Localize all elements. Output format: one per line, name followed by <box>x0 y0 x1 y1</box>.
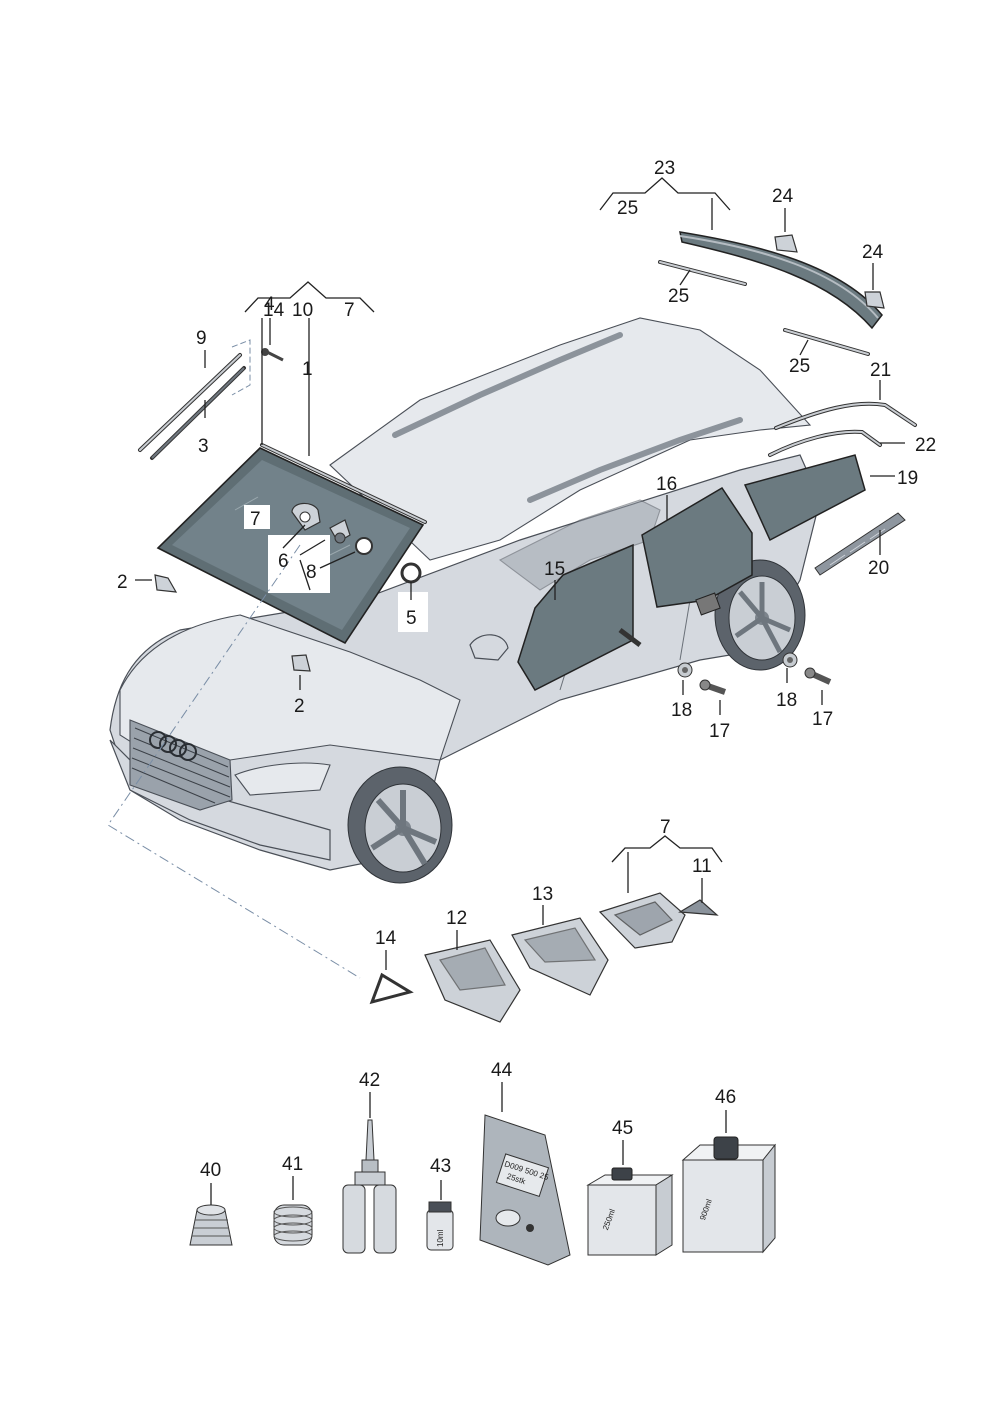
bracket-24-b <box>864 291 885 309</box>
bottle-46: 900ml <box>681 1136 777 1254</box>
callout-14-top: 14 <box>263 300 285 321</box>
callout-7-windshield: 7 <box>250 509 261 530</box>
bracket-24-a <box>774 234 798 253</box>
callout-19: 19 <box>897 468 918 489</box>
callout-1: 1 <box>302 359 313 380</box>
triangle-14 <box>369 972 414 1005</box>
tube-43: 10ml <box>426 1201 454 1251</box>
callout-5: 5 <box>406 608 417 629</box>
tube-43-label: 10ml <box>436 1229 445 1247</box>
callout-46: 46 <box>715 1087 736 1108</box>
callout-43: 43 <box>430 1156 451 1177</box>
part-5-ring <box>400 562 422 584</box>
callout-7-top: 7 <box>344 300 355 321</box>
rear-door-window-16 <box>641 486 753 616</box>
leader-lines <box>135 177 905 1205</box>
washer-18-a <box>677 662 693 678</box>
washer-18-b <box>782 652 798 668</box>
callout-2-bottom: 2 <box>294 696 305 717</box>
callout-2-left: 2 <box>117 572 128 593</box>
callout-17-a: 17 <box>709 721 730 742</box>
coil-41 <box>273 1204 313 1246</box>
callout-3: 3 <box>198 436 209 457</box>
rear-window-23 <box>679 231 883 330</box>
callout-12: 12 <box>446 908 467 929</box>
quarter-window-19 <box>743 454 866 542</box>
callout-9: 9 <box>196 328 207 349</box>
callout-23: 23 <box>654 158 675 179</box>
callout-18-a: 18 <box>671 700 692 721</box>
screw-17-a <box>699 679 726 695</box>
callout-21: 21 <box>870 360 891 381</box>
callout-box-6-8 <box>268 535 330 593</box>
callout-17-b: 17 <box>812 709 833 730</box>
callout-box-7 <box>244 505 270 529</box>
callout-22: 22 <box>915 435 936 456</box>
screw-17-b <box>804 667 832 685</box>
cover-12 <box>424 939 521 1023</box>
housing-7 <box>598 892 686 949</box>
callout-24-a: 24 <box>772 186 794 207</box>
callout-44: 44 <box>491 1060 513 1081</box>
audi-rings-logo <box>149 731 197 761</box>
callout-10: 10 <box>292 300 313 321</box>
callout-8: 8 <box>306 562 317 583</box>
spool-40 <box>189 1204 233 1246</box>
bottle-45: 250ml <box>586 1167 674 1256</box>
callout-45: 45 <box>612 1118 633 1139</box>
callout-18-b: 18 <box>776 690 797 711</box>
strip-20 <box>814 512 906 576</box>
callout-labels: 1 14 10 7 9 4 3 2 2 7 6 8 5 23 25 24 24 … <box>117 158 936 1181</box>
callout-25-mid: 25 <box>668 286 689 307</box>
callout-25-right: 25 <box>789 356 810 377</box>
front-door-window-15 <box>517 543 642 691</box>
callout-24-b: 24 <box>862 242 884 263</box>
callout-41: 41 <box>282 1154 303 1175</box>
a-pillar-trims <box>138 339 251 460</box>
cartridge-42 <box>342 1119 397 1254</box>
callout-14-lower: 14 <box>375 928 397 949</box>
buffer-2-right <box>291 654 311 672</box>
cover-13 <box>511 917 609 996</box>
vehicle-body <box>109 317 821 884</box>
buffer-2-left <box>154 574 178 593</box>
pad-11 <box>678 899 719 916</box>
callout-box-5 <box>398 592 428 632</box>
front-wheel <box>347 766 453 884</box>
callout-11: 11 <box>692 856 712 877</box>
callout-16: 16 <box>656 474 677 495</box>
rain-sensor-parts <box>291 502 373 555</box>
callout-6: 6 <box>278 551 289 572</box>
rear-wheel <box>714 559 806 671</box>
callout-40: 40 <box>200 1160 221 1181</box>
callout-42: 42 <box>359 1070 380 1091</box>
callout-13: 13 <box>532 884 553 905</box>
callout-4: 4 <box>264 294 275 315</box>
bag-44: D009 500 25 25stk <box>479 1114 571 1266</box>
callout-7-lower: 7 <box>660 817 671 838</box>
callout-20: 20 <box>868 558 889 579</box>
clip-4 <box>261 348 284 362</box>
callout-25-top: 25 <box>617 198 638 219</box>
callout-15: 15 <box>544 559 565 580</box>
